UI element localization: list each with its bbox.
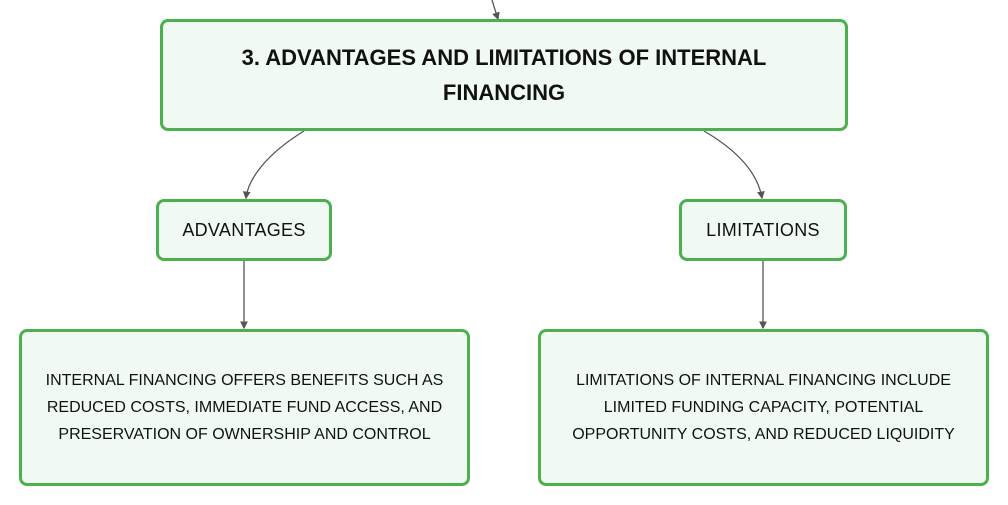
limitations-detail-text: Limitations of internal financing includ… <box>572 372 955 443</box>
root-node-label: 3. Advantages and Limitations of Interna… <box>241 45 767 105</box>
advantages-detail-text: Internal financing offers benefits such … <box>45 372 444 443</box>
advantages-node[interactable]: Advantages <box>156 199 332 261</box>
advantages-detail-node[interactable]: Internal financing offers benefits such … <box>19 329 470 486</box>
connector-root-to-advantages <box>242 130 305 200</box>
limitations-node-label: Limitations <box>706 219 820 240</box>
connector-root-to-limitations <box>703 130 765 200</box>
advantages-node-label: Advantages <box>182 219 306 240</box>
limitations-node[interactable]: Limitations <box>679 199 847 261</box>
root-node[interactable]: 3. Advantages and Limitations of Interna… <box>160 19 848 131</box>
connector-incoming <box>491 0 500 21</box>
limitations-detail-node[interactable]: Limitations of internal financing includ… <box>538 329 989 486</box>
